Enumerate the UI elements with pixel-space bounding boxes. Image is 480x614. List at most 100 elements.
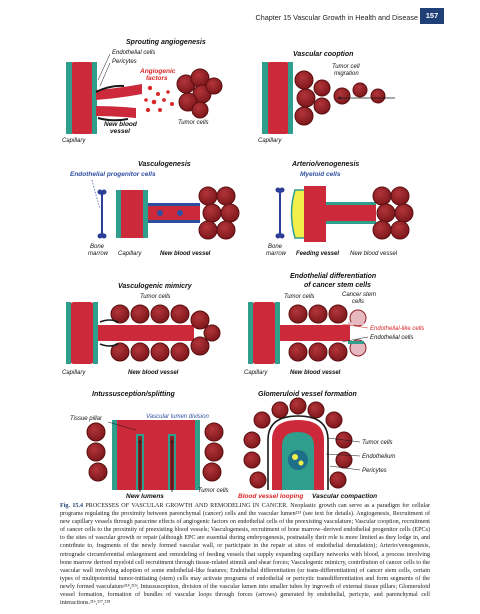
page-number: 157 [420, 8, 444, 24]
pericyte [95, 84, 125, 93]
label-factors: factors [146, 75, 168, 82]
panel-title: Intussusception/splitting [92, 391, 176, 398]
label-tumor-cells: Tumor cells [362, 440, 393, 446]
cancer-stem-cells [349, 309, 367, 357]
label-pericytes: Pericytes [362, 468, 387, 474]
label-progenitor: Endothelial progenitor cells [70, 171, 156, 178]
endothelial-cells [348, 341, 364, 344]
label-vessel: vessel [110, 128, 130, 135]
label-capillary: Capillary [258, 138, 282, 144]
vessel-sprout [96, 84, 142, 100]
label-new-vessel: New blood vessel [350, 251, 398, 257]
capillary-vessel [252, 302, 276, 364]
endothelium-layer [66, 62, 72, 134]
panel-vasculogenic-mimicry: Vasculogenic mimicry Tumor cells Capilla… [62, 283, 221, 376]
label-new-vessel: New blood vessel [128, 370, 179, 376]
new-blood-vessel [148, 206, 200, 220]
tumor-cell-ring [243, 397, 353, 489]
label-lumen-division: Vascular lumen division [146, 414, 209, 420]
pericyte [97, 117, 129, 122]
compaction-core [288, 450, 308, 470]
panel-vascular-cooption: Vascular cooption Tumor cell migration C… [258, 51, 395, 144]
label-tumor-cells: Tumor cells [140, 294, 171, 300]
tumor-cell-cluster [198, 186, 240, 240]
panel-intussusception: Intussusception/splitting Tissue pillar … [70, 391, 229, 500]
label-angiogenic: Angiogenic [139, 68, 176, 75]
panel-title: Vascular cooption [293, 51, 353, 58]
panel-title: Sprouting angiogenesis [126, 39, 206, 46]
label-tumor-cells: Tumor cells [284, 294, 315, 300]
label-stem-cells: cells [352, 299, 364, 305]
label-tumor-cell: Tumor cell [332, 64, 360, 70]
label-new-vessel: New blood vessel [160, 251, 211, 257]
figure-15-4: Sprouting angiogenesis Endothelial cells… [62, 39, 424, 500]
panel-title: Vasculogenesis [138, 161, 191, 168]
angiogenic-factors [144, 85, 174, 113]
label-marrow: marrow [266, 251, 287, 257]
label-cancer-stem: Cancer stem [342, 292, 376, 298]
endothelium-layer [262, 62, 268, 134]
label-endothelial-like: Endothelial-like cells [370, 326, 424, 332]
panel-endothelial-differentiation: Endothelial differentiation of cancer st… [244, 273, 424, 376]
label-looping: Blood vessel looping [238, 493, 303, 500]
caption-text: PROCESSES OF VASCULAR GROWTH AND REMODEL… [60, 503, 430, 607]
label-new-blood: New blood [104, 121, 138, 128]
tumor-cell-cluster [288, 304, 348, 362]
feeding-vessel [304, 186, 326, 242]
label-pericytes: Pericytes [112, 59, 137, 65]
capillary-vessel [120, 190, 144, 238]
page-header: Chapter 15 Vascular Growth in Health and… [0, 0, 480, 30]
label-tumor-cells: Tumor cells [178, 120, 209, 126]
label-bone: Bone [268, 244, 283, 250]
new-blood-vessel [280, 325, 350, 341]
endothelium-layer [92, 62, 97, 134]
vessel-lumen [116, 420, 196, 490]
label-endothelial-cells: Endothelial cells [112, 50, 155, 56]
capillary-vessel [70, 302, 94, 364]
bone-marrow [278, 190, 282, 236]
panel-vasculogenesis: Vasculogenesis Endothelial progenitor ce… [70, 161, 240, 257]
label-endothelial-cells: Endothelial cells [370, 335, 413, 341]
figure-label: Fig. 15.4 [60, 503, 84, 509]
label-marrow: marrow [88, 251, 109, 257]
tumor-cell-cluster [372, 186, 414, 240]
panel-title-1: Endothelial differentiation [290, 273, 376, 280]
tumor-cell-cluster [110, 304, 221, 362]
panel-title: Arterio/venogenesis [291, 161, 359, 168]
endothelium-layer [288, 62, 293, 134]
tumor-cell-cluster [86, 422, 224, 482]
label-migration: migration [334, 71, 359, 77]
label-tissue-pillar: Tissue pillar [70, 416, 103, 422]
panel-arterio-venogenesis: Arterio/venogenesis Myeloid cells Bone m… [266, 161, 414, 257]
label-endothelium: Endothelium [362, 454, 395, 460]
panel-title-2: of cancer stem cells [304, 282, 371, 289]
label-myeloid: Myeloid cells [300, 171, 341, 178]
label-new-lumens: New lumens [126, 493, 164, 500]
label-capillary: Capillary [118, 251, 142, 257]
capillary-vessel [70, 62, 94, 134]
leader-line [97, 53, 111, 81]
panel-glomeruloid: Glomeruloid vessel formation Tumor cells… [238, 391, 395, 500]
tumor-cell-cluster [176, 68, 223, 119]
chapter-title: Chapter 15 Vascular Growth in Health and… [255, 13, 418, 22]
capillary-vessel [266, 62, 290, 134]
panel-title: Glomeruloid vessel formation [258, 391, 357, 398]
label-capillary: Capillary [62, 370, 86, 376]
label-tumor-cells: Tumor cells [198, 488, 229, 494]
panel-title: Vasculogenic mimicry [118, 283, 193, 290]
progenitor-path [91, 179, 101, 209]
new-blood-vessel [326, 205, 376, 221]
vessel-sprout [96, 106, 136, 118]
label-new-vessel: New blood vessel [290, 370, 341, 376]
figure-caption: Fig. 15.4 PROCESSES OF VASCULAR GROWTH A… [60, 502, 430, 607]
bone-marrow [100, 192, 104, 236]
new-blood-vessel [98, 325, 194, 341]
leader-line [99, 62, 111, 87]
label-feeding: Feeding vessel [296, 251, 339, 257]
tumor-cell-cluster [294, 70, 386, 126]
label-bone: Bone [90, 244, 105, 250]
panel-sprouting-angiogenesis: Sprouting angiogenesis Endothelial cells… [62, 39, 223, 144]
label-compaction: Vascular compaction [312, 493, 377, 500]
label-capillary: Capillary [62, 138, 86, 144]
pericyte-layer [267, 415, 329, 490]
